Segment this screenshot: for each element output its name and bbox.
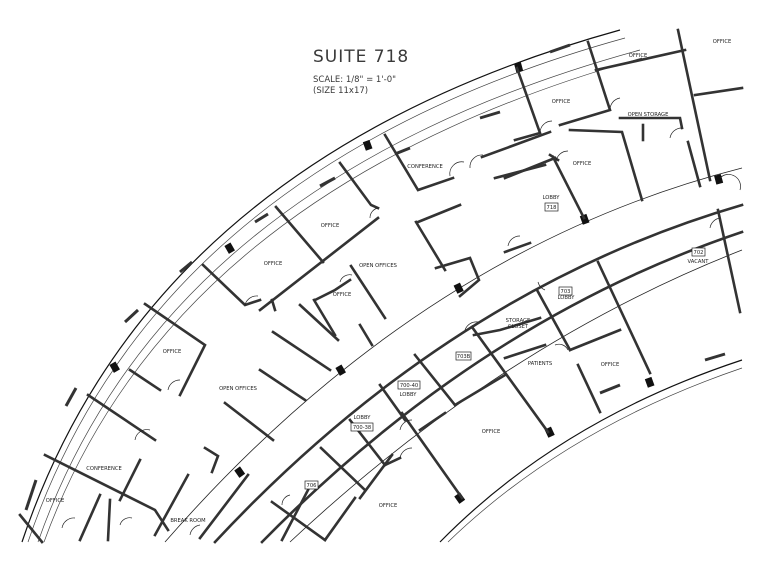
room-label-office-left-mid: OFFICE xyxy=(163,349,181,355)
room-label-patients: PATIENTS xyxy=(528,361,552,367)
exterior-wall xyxy=(21,29,643,543)
room-label-lobby-700-40: LOBBY xyxy=(400,392,418,398)
room-label-lobby-718: LOBBY xyxy=(543,195,561,201)
suite-tag-706: 706 xyxy=(307,483,317,489)
suite-tag-718: 718 xyxy=(547,205,557,211)
room-label-office-small: OFFICE xyxy=(333,292,351,298)
suite-tag-718-box xyxy=(544,202,559,212)
suite-tag-700-40: 700-40 xyxy=(400,383,418,389)
scale-label: SCALE: 1/8" = 1'-0" xyxy=(313,75,396,85)
room-label-closet: CLOSET xyxy=(508,324,529,330)
room-label-lobby-703: LOBBY xyxy=(558,295,576,301)
room-label-lobby-700-38: LOBBY xyxy=(354,415,372,421)
room-label-office-upper: OFFICE xyxy=(629,53,647,59)
room-label-break-room: BREAK ROOM xyxy=(170,518,205,524)
room-label-office-bottom-mid: OFFICE xyxy=(379,503,397,509)
interior-walls-718 xyxy=(18,28,744,544)
room-label-office-a: OFFICE xyxy=(321,223,339,229)
suite-tag-702-box xyxy=(691,247,706,257)
room-label-open-storage: OPEN STORAGE xyxy=(628,112,669,118)
interior-walls-lower xyxy=(270,208,742,542)
suite-tag-703-box xyxy=(558,286,573,296)
room-label-storage: STORAGE xyxy=(506,318,531,324)
door-swings xyxy=(61,97,741,536)
room-label-office-center-lower: OFFICE xyxy=(482,429,500,435)
suite-tag-700-40-box xyxy=(397,380,421,390)
room-label-office-upper-mid: OFFICE xyxy=(552,99,570,105)
suite-tag-706-box xyxy=(304,480,319,490)
room-label-conference-top: CONFERENCE xyxy=(407,164,443,170)
room-label-office-top-right: OFFICE xyxy=(713,39,731,45)
room-label-office-right-lower: OFFICE xyxy=(601,362,619,368)
room-label-open-offices-lower: OPEN OFFICES xyxy=(219,386,257,392)
sheet-size-label: (SIZE 11x17) xyxy=(313,86,368,96)
room-label-open-offices-upper: OPEN OFFICES xyxy=(359,263,397,269)
suite-tag-700-38-box xyxy=(350,422,374,432)
room-label-office-near-lobby: OFFICE xyxy=(573,161,591,167)
suite-title: SUITE 718 xyxy=(313,47,409,67)
suite-tag-703b-box xyxy=(455,351,472,361)
suite-tag-703: 703 xyxy=(561,289,571,295)
room-label-vacant: VACANT xyxy=(688,259,710,265)
suite-tag-702: 702 xyxy=(694,250,704,256)
room-label-office-bottom-left: OFFICE xyxy=(46,498,64,504)
room-label-office-b: OFFICE xyxy=(264,261,282,267)
suite-tag-700-38: 700-38 xyxy=(353,425,371,431)
room-label-conference-left: CONFERENCE xyxy=(86,466,122,472)
suite-tag-703b: 703B xyxy=(457,354,471,360)
